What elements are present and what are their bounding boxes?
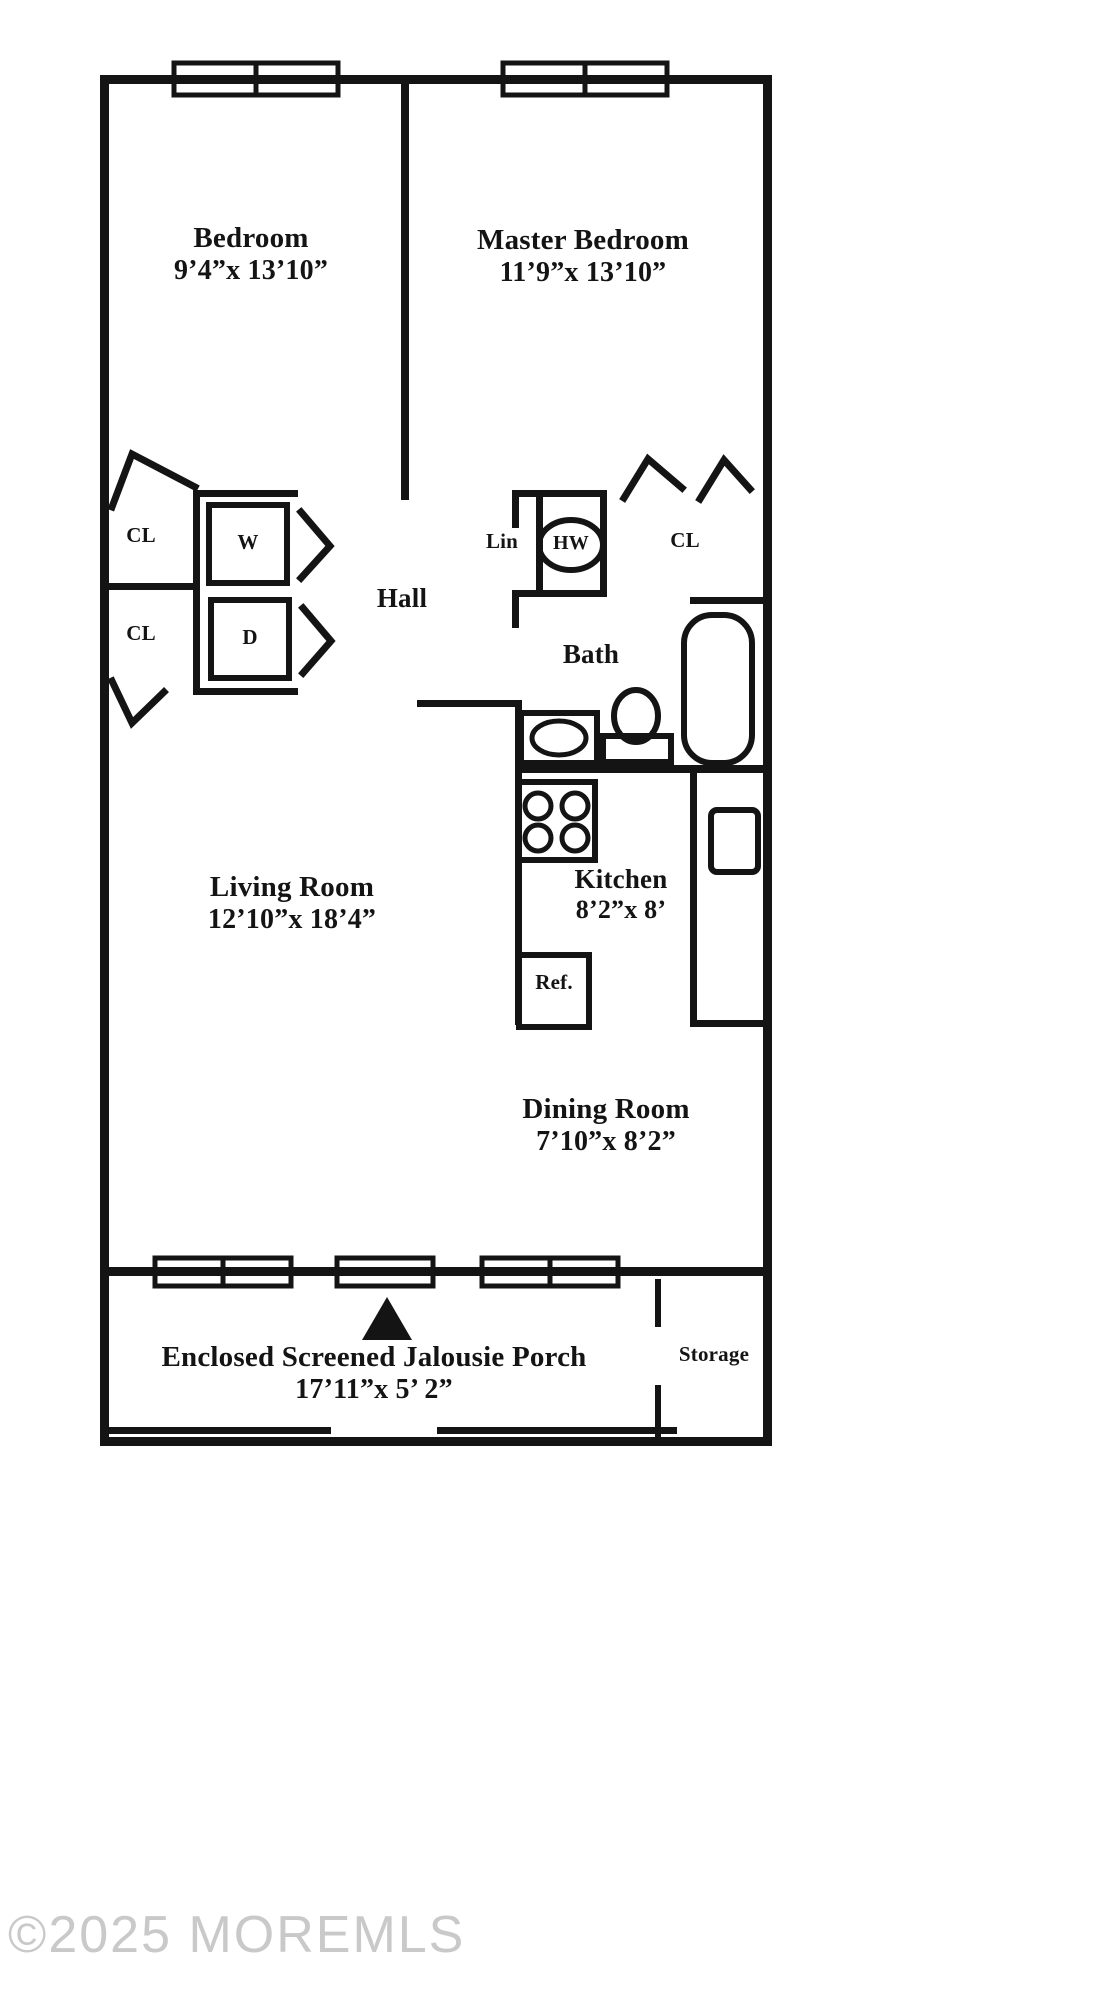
label-washer: W (237, 530, 259, 554)
label-closet-left-upper: CL (126, 523, 156, 547)
room-label-living-room: Living Room 12’10”x 18’4” (186, 871, 398, 936)
room-dims-bedroom: 9’4”x 13’10” (173, 255, 329, 287)
room-name-storage: Storage (678, 1342, 750, 1366)
entry-direction-arrow (362, 1297, 412, 1340)
copyright-watermark: ©2025 MOREMLS (8, 1906, 466, 1964)
room-label-kitchen: Kitchen 8’2”x 8’ (545, 864, 697, 924)
window-porch-left (152, 1255, 294, 1289)
bath-toilet (600, 687, 674, 765)
kitchen-stove (516, 779, 598, 863)
room-name-master-bedroom: Master Bedroom (477, 224, 689, 256)
room-label-bedroom: Bedroom 9’4”x 13’10” (160, 222, 342, 287)
room-name-bedroom: Bedroom (193, 222, 309, 254)
room-dims-kitchen: 8’2”x 8’ (575, 894, 667, 924)
label-water-heater: HW (553, 532, 589, 554)
window-porch-right (479, 1255, 621, 1289)
wall-bedroom-divider (401, 80, 409, 500)
closet-left-lower-door-swing (107, 676, 169, 729)
laundry-alcove-walls (193, 490, 298, 695)
water-heater-symbol (536, 517, 606, 573)
room-name-living-room: Living Room (209, 871, 375, 903)
exterior-walls (100, 75, 772, 1446)
label-closet-left-lower: CL (126, 621, 156, 645)
porch-floor-edge (109, 1427, 677, 1434)
room-label-porch: Enclosed Screened Jalousie Porch 17’11”x… (118, 1341, 630, 1406)
kitchen-refrigerator-box (516, 952, 592, 1030)
dryer-door-swing (298, 603, 336, 678)
washer-door-swing (296, 507, 335, 583)
closet-right-door-swings (619, 453, 755, 504)
label-dryer: D (242, 625, 258, 649)
closet-left-upper-door-swing (107, 449, 200, 512)
label-refrigerator: Ref. (535, 970, 573, 994)
room-label-bath: Bath (541, 639, 641, 670)
room-name-dining-room: Dining Room (522, 1093, 690, 1125)
wall-closet-left-divider (109, 583, 199, 590)
room-label-dining-room: Dining Room 7’10”x 8’2” (498, 1093, 714, 1158)
label-linen-closet: Lin (485, 529, 519, 553)
window-bedroom (171, 60, 341, 98)
room-label-hall: Hall (352, 583, 452, 614)
room-name-hall: Hall (376, 583, 428, 613)
room-label-master-bedroom: Master Bedroom 11’9”x 13’10” (447, 224, 719, 289)
room-dims-dining-room: 7’10”x 8’2” (536, 1126, 676, 1158)
dryer-box (208, 597, 292, 681)
window-porch-center (334, 1255, 436, 1289)
room-dims-master-bedroom: 11’9”x 13’10” (499, 257, 667, 289)
room-name-kitchen: Kitchen (574, 864, 668, 894)
storage-walls (655, 1279, 661, 1443)
room-name-porch: Enclosed Screened Jalousie Porch (161, 1341, 587, 1373)
washer-box (206, 502, 290, 586)
bath-sink (518, 710, 600, 766)
bath-tub (681, 612, 755, 766)
room-name-bath: Bath (562, 639, 620, 669)
window-master-bedroom (500, 60, 670, 98)
kitchen-counter-right (708, 807, 761, 875)
room-dims-porch: 17’11”x 5’ 2” (295, 1374, 453, 1406)
label-closet-right: CL (670, 528, 700, 552)
room-dims-living-room: 12’10”x 18’4” (207, 904, 377, 936)
linen-hw-closet-walls (512, 490, 607, 628)
room-label-storage: Storage (662, 1342, 766, 1367)
